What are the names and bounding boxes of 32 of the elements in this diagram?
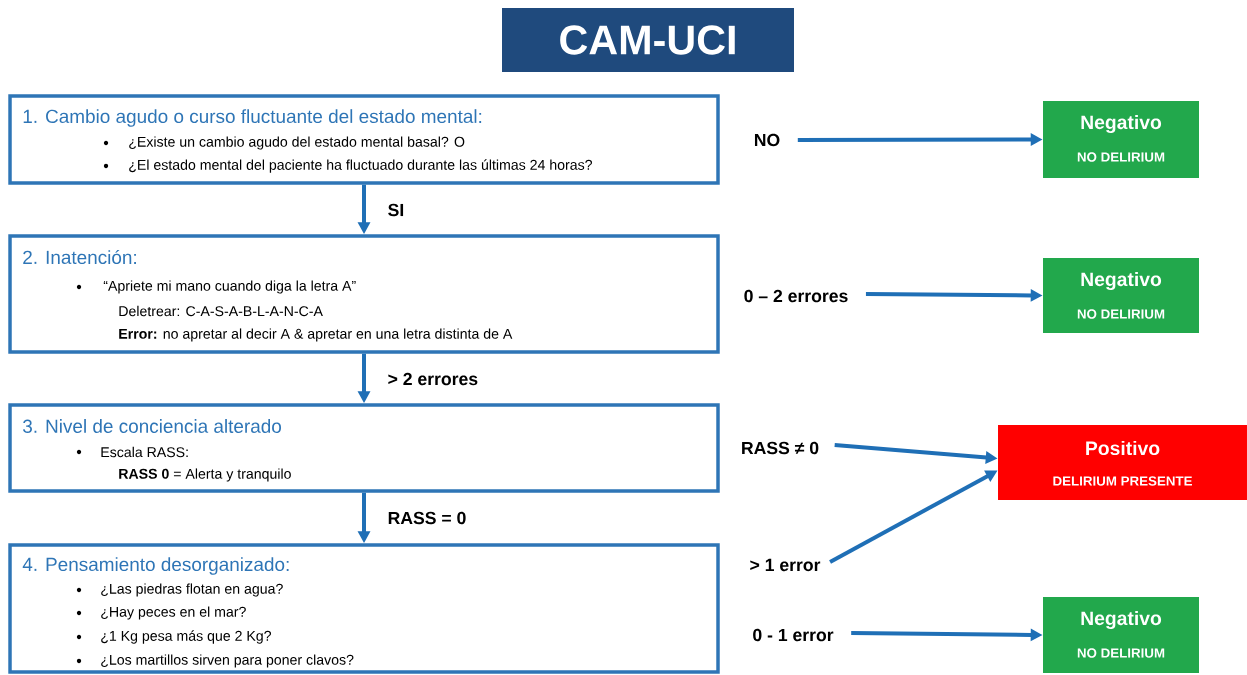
item-text: Error: no apretar al decir A & apretar en una letra distinta de A xyxy=(119,328,513,342)
bullet-item: ¿El estado mental del paciente ha fluctuado durante las últimas 24 horas? xyxy=(103,159,592,173)
result-box: Negativo NO DELIRIUM xyxy=(1043,597,1199,673)
condition-text: > 1 error xyxy=(750,558,821,572)
step-box xyxy=(8,234,720,354)
bullet-item: ¿Existe un cambio agudo del estado mental basal? O xyxy=(103,136,465,150)
step-heading: 3. Nivel de conciencia alterado xyxy=(23,419,281,433)
result-box: Negativo NO DELIRIUM xyxy=(1043,101,1199,178)
bullet-item: “Apriete mi mano cuando diga la letra A” xyxy=(76,280,356,294)
bullet-item: ¿Los martillos sirven para poner clavos? xyxy=(76,654,354,668)
step-heading: 4. Pensamiento desorganizado: xyxy=(22,557,289,575)
result-box: Negativo NO DELIRIUM xyxy=(1043,258,1199,333)
bullet-item: ¿Las piedras flotan en agua? xyxy=(76,583,283,597)
bullet-item: ¿1 Kg pesa más que 2 Kg? xyxy=(76,630,271,644)
step-box xyxy=(8,543,720,674)
step-heading: 2. Inatención: xyxy=(23,249,136,265)
item-text: Deletrear: C-A-S-A-B-L-A-N-C-A xyxy=(119,305,323,317)
step-heading: 1. Cambio agudo o curso fluctuante del estado mental: xyxy=(23,109,482,127)
step-box xyxy=(8,94,720,185)
bullet-item: Escala RASS: xyxy=(76,446,188,458)
result-box: Positivo DELIRIUM PRESENTE xyxy=(998,425,1247,500)
item-text: RASS 0 = Alerta y tranquilo xyxy=(119,468,291,482)
edge-label: SI xyxy=(386,202,406,218)
condition-text: 0 – 2 errores xyxy=(744,289,848,303)
condition-text: 0 - 1 error xyxy=(753,628,834,642)
step-box xyxy=(8,403,720,493)
title-banner: CAM-UCI xyxy=(502,8,794,72)
condition-text: RASS ≠ 0 xyxy=(742,441,819,455)
condition-text: NO xyxy=(754,133,780,147)
edge-label: > 2 errores xyxy=(386,371,480,387)
bullet-item: ¿Hay peces en el mar? xyxy=(76,606,246,620)
edge-label: RASS = 0 xyxy=(386,510,468,526)
